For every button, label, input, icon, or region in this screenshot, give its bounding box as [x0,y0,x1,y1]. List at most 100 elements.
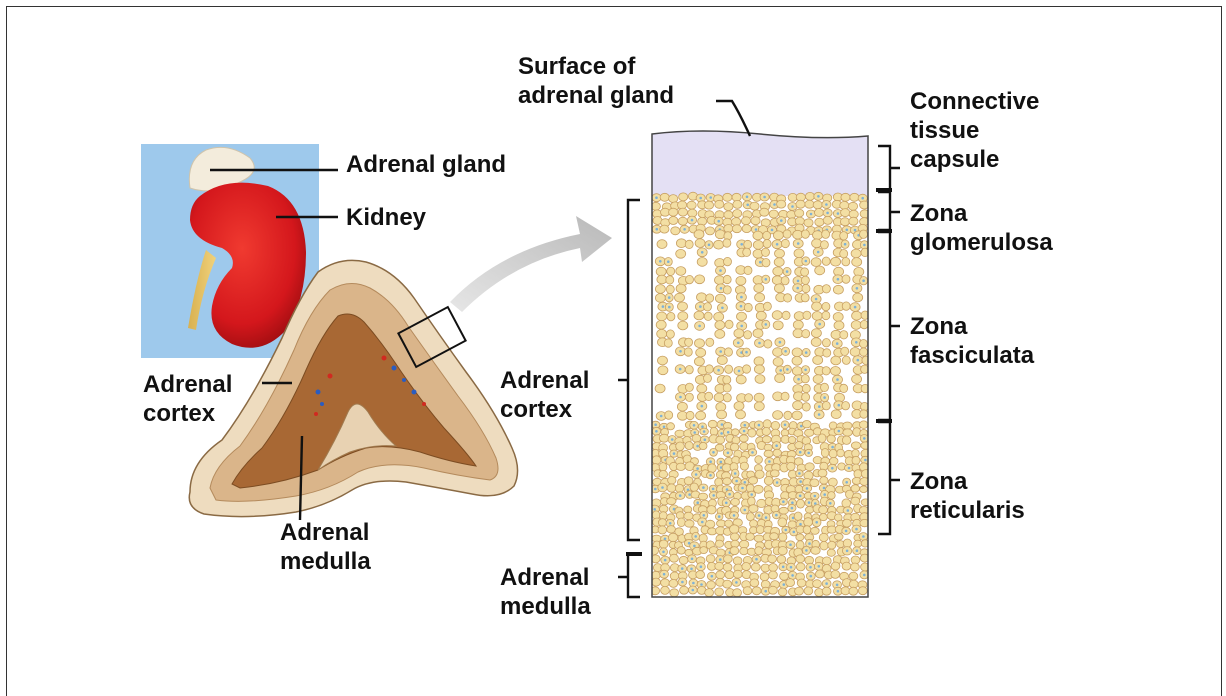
tissue-cell [677,402,687,411]
cell-nucleus [728,493,731,496]
cell-nucleus [661,486,664,489]
tissue-cell [658,356,668,365]
cell-nucleus [846,229,849,232]
tissue-cell [697,384,707,393]
zoom-arrow [450,216,612,312]
tissue-cell [723,376,731,384]
tissue-cell [796,555,805,563]
tissue-cell [678,208,687,216]
cell-nucleus [784,350,787,353]
tissue-cell [779,507,788,514]
cell-layers [650,192,870,597]
cell-nucleus [712,451,715,454]
tissue-cell [778,518,787,527]
tissue-cell [667,498,676,505]
tissue-cell [818,469,827,477]
tissue-cell [852,456,860,464]
cell-nucleus [855,528,858,531]
cell-nucleus [653,508,656,511]
cell-nucleus [791,205,794,208]
tissue-cell [827,435,835,443]
tissue-cell [754,402,764,411]
tissue-cell [860,340,868,348]
tissue-cell [685,393,693,401]
tissue-cell [732,225,741,233]
tissue-cell [659,471,668,479]
tissue-cell [676,463,685,470]
tissue-cell [665,411,673,419]
tissue-cell [778,547,787,555]
label-adrenal-gland: Adrenal gland [346,150,506,179]
bracket-reticularis [878,422,900,534]
tissue-cell [725,571,734,579]
cell-nucleus [864,459,867,462]
tissue-cell [822,257,830,265]
tissue-cell [748,477,757,484]
tissue-cell [675,293,685,302]
tissue-cell [658,519,666,527]
cell-nucleus [797,242,800,245]
tissue-cell [801,230,809,238]
tissue-cell [842,258,850,266]
cell-nucleus [751,451,754,454]
tissue-cell [840,201,849,209]
tissue-cell [762,248,770,256]
tissue-cell [792,411,802,420]
tissue-cell [782,311,790,319]
cell-nucleus [779,341,782,344]
tissue-cell [812,239,822,248]
cell-nucleus [660,415,663,418]
cell-nucleus [745,351,748,354]
tissue-cell [842,436,851,444]
tissue-cell [763,231,771,239]
cell-nucleus [789,543,792,546]
tissue-cell [805,429,814,436]
cell-nucleus [826,212,829,215]
tissue-cell [715,588,724,596]
tissue-cell [840,232,848,240]
tissue-cell [724,211,733,219]
cell-nucleus [717,369,720,372]
bracket-glomerulosa [878,192,900,230]
tissue-cell [777,200,786,208]
tissue-cell [734,402,744,411]
tissue-cell [749,505,758,513]
tissue-cell [742,225,751,233]
tissue-cell [858,587,867,595]
cell-nucleus [669,522,672,525]
tissue-cell [740,547,748,554]
tissue-cell [820,541,828,550]
tissue-cell [842,402,850,410]
tissue-cell [723,239,731,247]
cell-nucleus [695,473,698,476]
tissue-cell [786,579,795,587]
tissue-cell [652,456,661,465]
cell-nucleus [805,351,808,354]
tissue-cell [820,241,828,249]
cell-nucleus [758,342,761,345]
tissue-cell [741,217,750,225]
cell-nucleus [699,197,702,200]
cell-nucleus [782,500,785,503]
cell-nucleus [856,549,859,552]
cell-nucleus [743,430,746,433]
tissue-cell [852,258,862,267]
cell-nucleus [668,306,671,309]
cell-nucleus [663,426,666,429]
tissue-cell [716,436,725,444]
tissue-cell [860,348,868,356]
cell-nucleus [721,423,724,426]
tissue-cell [822,587,831,595]
cell-nucleus [831,467,834,470]
tissue-cell [831,562,840,570]
tissue-cell [842,562,851,570]
tissue-cell [743,365,751,373]
tissue-cell [668,533,677,542]
tissue-cell [816,570,825,578]
tissue-cell [706,294,714,302]
tissue-cell [716,571,725,579]
cell-nucleus [662,305,665,308]
cell-nucleus [699,305,702,308]
cell-nucleus [696,467,699,470]
cell-nucleus [838,430,841,433]
